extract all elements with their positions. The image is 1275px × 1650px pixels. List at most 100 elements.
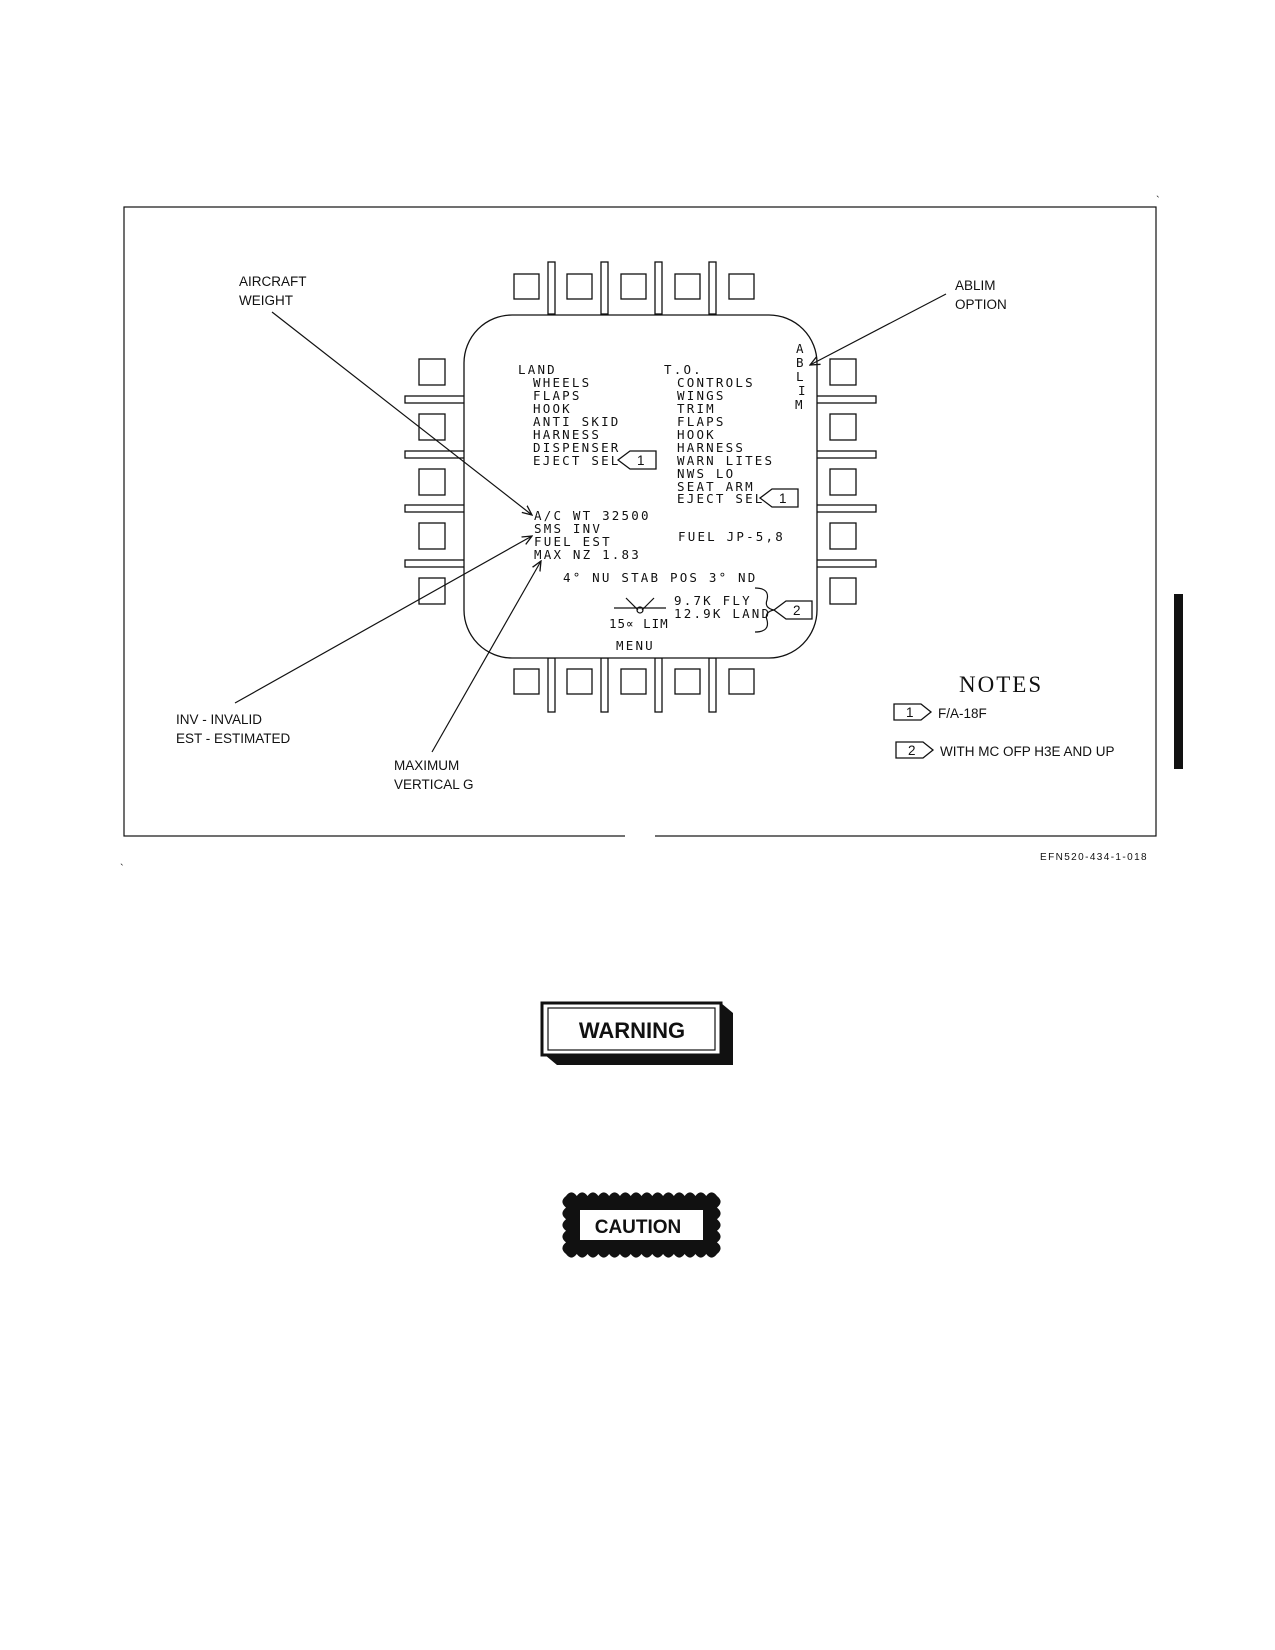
bezel-divider [708, 261, 717, 315]
svg-text:1: 1 [906, 705, 914, 720]
pushbutton [829, 413, 857, 441]
pushbutton [620, 273, 647, 300]
status-line: SMS INV [534, 521, 602, 536]
land-item: DISPENSER [533, 440, 621, 455]
bezel-divider [600, 261, 609, 315]
to-item: HARNESS [677, 440, 745, 455]
warning-label: WARNING [579, 1018, 685, 1043]
ddi-bezel [404, 261, 877, 713]
note-marker-1-to: 1 [758, 488, 799, 508]
to-title: T.O. [664, 362, 703, 377]
pushbutton [728, 668, 755, 695]
callout-ablim-option: OPTION [955, 297, 1007, 312]
pushbutton [513, 668, 540, 695]
figure-id: EFN520-434-1-018 [1040, 852, 1148, 863]
to-item: TRIM [677, 401, 716, 416]
pushbutton [513, 273, 540, 300]
caution-badge: CAUTION [562, 1192, 721, 1258]
note-marker-2-display: 2 [772, 600, 813, 620]
ablim-vertical: A B L I M [795, 341, 806, 412]
pushbutton [829, 358, 857, 386]
to-item: WARN LITES [677, 453, 774, 468]
callout-aircraft-weight: WEIGHT [239, 293, 293, 308]
pushbutton [418, 413, 446, 441]
to-item: EJECT SEL [677, 491, 765, 506]
bezel-divider [708, 657, 717, 713]
warning-badge: WARNING [540, 1001, 733, 1065]
bezel-divider [404, 450, 466, 459]
status-line: FUEL EST [534, 534, 612, 549]
ablim-letter: B [796, 355, 806, 370]
pushbutton [829, 577, 857, 605]
bezel-divider [654, 657, 663, 713]
svg-text:2: 2 [908, 743, 916, 758]
pushbutton [728, 273, 755, 300]
land-item: WHEELS [533, 375, 591, 390]
land-title: LAND [518, 362, 557, 377]
leader-inv-est [234, 536, 532, 704]
pushbutton [566, 668, 593, 695]
svg-text:2: 2 [793, 603, 801, 618]
bezel-divider [547, 261, 556, 315]
aoa-limit: 15∝ LIM [609, 616, 669, 631]
callout-max-vertical-g: VERTICAL G [394, 777, 474, 792]
pushbutton [620, 668, 647, 695]
bezel-divider [815, 395, 877, 404]
leader-max-vertical-g [431, 561, 541, 753]
aircraft-symbol-icon [614, 597, 666, 614]
to-item: SEAT ARM [677, 479, 755, 494]
callout-inv-est: INV - INVALID [176, 712, 262, 727]
to-checklist: T.O. CONTROLS WINGS TRIM FLAPS HOOK HARN… [664, 362, 774, 506]
to-item: FLAPS [677, 414, 726, 429]
change-bar [1174, 594, 1183, 769]
status-line: A/C WT 32500 [534, 508, 651, 523]
pushbutton [418, 522, 446, 550]
callout-max-vertical-g: MAXIMUM [394, 758, 459, 773]
pushbutton [418, 468, 446, 496]
fuel-type: FUEL JP-5,8 [678, 529, 785, 544]
to-item: NWS LO [677, 466, 735, 481]
pushbutton [674, 273, 701, 300]
pushbutton [829, 522, 857, 550]
land-item: HARNESS [533, 427, 601, 442]
to-item: CONTROLS [677, 375, 755, 390]
bezel-divider [600, 657, 609, 713]
note-item: 1 F/A-18F [893, 703, 987, 721]
svg-text:1: 1 [779, 491, 787, 506]
note-marker-1-land: 1 [616, 450, 657, 470]
leader-aircraft-weight [271, 311, 532, 515]
land-item: FLAPS [533, 388, 582, 403]
stray-mark: ` [120, 863, 124, 875]
svg-text:WITH MC OFP H3E AND UP: WITH MC OFP H3E AND UP [940, 744, 1115, 759]
menu-label: MENU [616, 638, 655, 653]
fly-weight: 9.7K FLY [674, 593, 752, 608]
notes-title: NOTES [959, 672, 1043, 697]
ablim-letter: A [796, 341, 806, 356]
note-item: 2 WITH MC OFP H3E AND UP [895, 741, 1115, 759]
status-block: A/C WT 32500 SMS INV FUEL EST MAX NZ 1.8… [534, 508, 785, 653]
status-line: MAX NZ 1.83 [534, 547, 641, 562]
land-checklist: LAND WHEELS FLAPS HOOK ANTI SKID HARNESS… [518, 362, 621, 468]
bezel-divider [404, 559, 466, 568]
pushbutton [418, 358, 446, 386]
callout-aircraft-weight: AIRCRAFT [239, 274, 307, 289]
stab-position: 4° NU STAB POS 3° ND [563, 570, 758, 585]
ablim-letter: M [795, 397, 805, 412]
land-item: ANTI SKID [533, 414, 621, 429]
land-item: HOOK [533, 401, 572, 416]
pushbutton [418, 577, 446, 605]
callout-ablim-option: ABLIM [955, 278, 996, 293]
pushbutton [674, 668, 701, 695]
bezel-divider [654, 261, 663, 315]
pushbutton [566, 273, 593, 300]
land-weight: 12.9K LAND [674, 606, 771, 621]
land-item: EJECT SEL [533, 453, 621, 468]
bezel-divider [547, 657, 556, 713]
leader-ablim-option [810, 293, 947, 365]
pushbutton [829, 468, 857, 496]
svg-text:F/A-18F: F/A-18F [938, 706, 987, 721]
callout-inv-est: EST - ESTIMATED [176, 731, 291, 746]
bezel-divider [815, 450, 877, 459]
ablim-letter: L [796, 369, 806, 384]
